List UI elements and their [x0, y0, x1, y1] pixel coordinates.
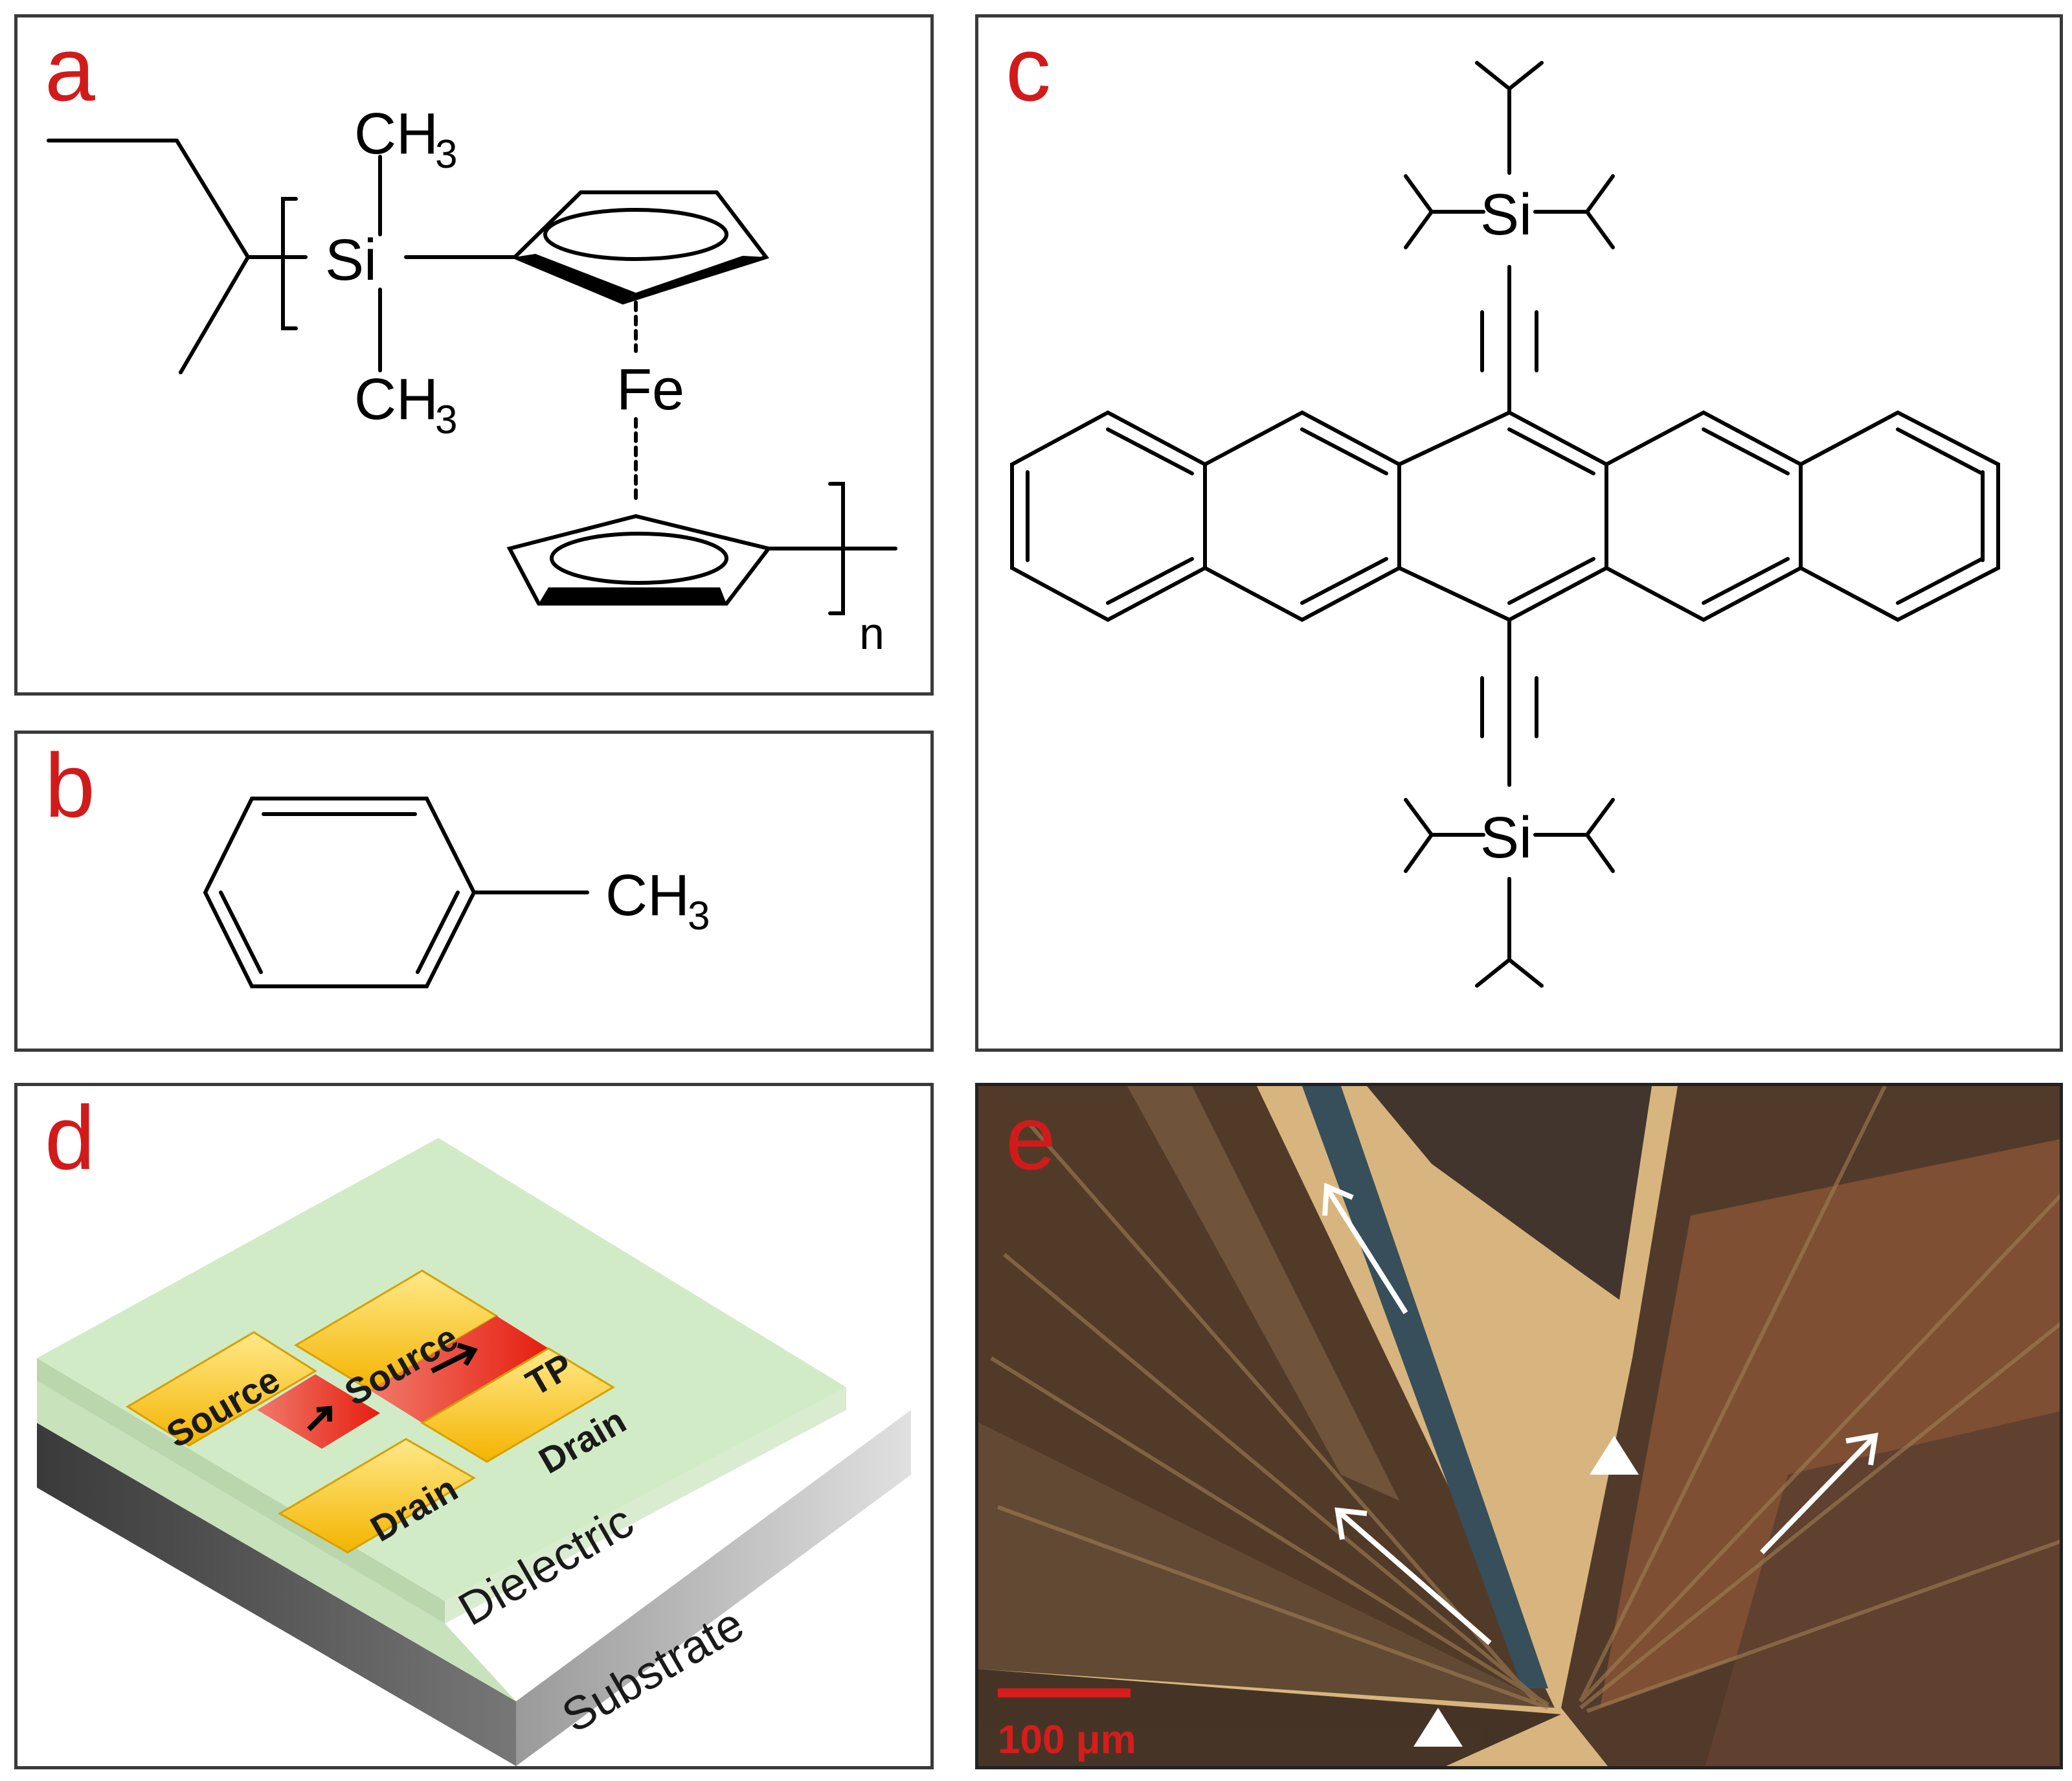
crystal-streaks — [990, 1086, 2060, 1713]
si-label: Si — [325, 228, 377, 293]
bond — [1404, 798, 1434, 837]
ch3-label: CH — [605, 863, 690, 928]
panel-e: 100 μm e — [975, 1083, 2063, 1769]
panel-letter-e: e — [1006, 1087, 1056, 1188]
arrow-1-head — [1322, 1183, 1354, 1216]
ring-1 — [1010, 410, 1207, 622]
left-bracket — [281, 197, 298, 330]
double-bond — [219, 890, 263, 974]
toluene-structure: CH 3 — [203, 797, 710, 988]
double-bond — [1507, 557, 1595, 605]
panel-c: c — [975, 14, 2063, 1052]
bond — [1585, 833, 1615, 873]
double-bond — [1507, 427, 1595, 475]
right-bracket — [828, 482, 845, 615]
channel-right — [370, 1316, 548, 1423]
bond — [175, 139, 250, 259]
panel-letter-b: b — [45, 734, 95, 836]
ring-5 — [1799, 410, 2000, 622]
cp-aromatic-top — [543, 208, 728, 261]
polymer-structure: CH 3 Si CH 3 Fe n — [47, 102, 897, 659]
double-bond — [416, 890, 460, 974]
bond — [179, 255, 250, 374]
double-bond — [1300, 427, 1388, 475]
device-schematic: Source Source Drain Drain TP Dielectric … — [37, 1138, 911, 1766]
cp-aromatic-bottom — [550, 532, 728, 585]
source-electrode-left — [126, 1331, 317, 1447]
ring-4 — [1605, 410, 1803, 622]
scale-bar-label: 100 μm — [998, 1718, 1136, 1762]
cp-ring-bottom — [506, 514, 772, 606]
panel-letter-d: d — [45, 1087, 95, 1188]
wedge — [623, 256, 766, 302]
dielectric-front — [37, 1358, 445, 1624]
micrograph: 100 μm — [978, 1086, 2060, 1766]
bond — [1404, 833, 1434, 873]
double-bond — [1106, 427, 1194, 475]
dielectric-edge — [37, 1358, 516, 1701]
tips-pentacene-structure: Si Si — [1010, 61, 2000, 988]
bond — [1404, 174, 1434, 214]
double-bond — [1896, 427, 1984, 475]
substrate-side — [516, 1410, 911, 1766]
ch3-top-label: CH — [354, 102, 438, 166]
wedge — [539, 587, 726, 604]
sub3: 3 — [688, 894, 710, 938]
bond — [1507, 61, 1544, 91]
arrow-right — [431, 1343, 478, 1374]
triangle-marker — [1413, 1708, 1463, 1747]
fe-label: Fe — [616, 357, 684, 422]
double-bond — [1702, 557, 1790, 605]
bond — [1585, 210, 1615, 249]
arrow-3 — [1760, 1437, 1874, 1554]
double-bond — [1702, 427, 1790, 475]
bond — [1475, 61, 1511, 91]
panel-d: d — [14, 1083, 934, 1769]
ring-2 — [1203, 410, 1401, 622]
arrow-1 — [1325, 1188, 1408, 1315]
si-top-label: Si — [1480, 183, 1532, 247]
growth-arrows — [1322, 1183, 1878, 1646]
drain-electrode-right — [420, 1347, 615, 1463]
double-bond — [1896, 557, 1984, 605]
benzene-ring — [203, 797, 477, 988]
panel-letter-a: a — [45, 18, 95, 120]
wedge — [515, 254, 636, 302]
arrow-2-head — [1334, 1507, 1368, 1540]
panel-b: b CH 3 — [14, 731, 934, 1052]
sub3-top: 3 — [435, 132, 457, 177]
triangle-marker — [1590, 1436, 1639, 1475]
arrow-2 — [1339, 1511, 1492, 1646]
sub3-bottom: 3 — [435, 398, 457, 442]
dielectric-side — [445, 1387, 846, 1624]
substrate-front — [37, 1423, 516, 1766]
bond — [1585, 798, 1615, 837]
scale-bar — [998, 1688, 1131, 1697]
si-bottom-label: Si — [1480, 806, 1532, 870]
bond — [1404, 210, 1434, 249]
bond — [1475, 958, 1511, 988]
panel-a: a — [14, 14, 934, 696]
arrow-left — [307, 1405, 332, 1431]
drain-electrode-left — [278, 1438, 476, 1554]
ring-3 — [1397, 410, 1608, 622]
double-bond — [1300, 557, 1388, 605]
panel-letter-c: c — [1006, 18, 1051, 120]
bond — [1585, 174, 1615, 214]
n-subscript: n — [859, 608, 884, 659]
bond — [1507, 958, 1544, 988]
arrow-3-head — [1845, 1433, 1878, 1466]
double-bond — [1106, 557, 1194, 605]
ch3-bottom-label: CH — [354, 367, 438, 432]
